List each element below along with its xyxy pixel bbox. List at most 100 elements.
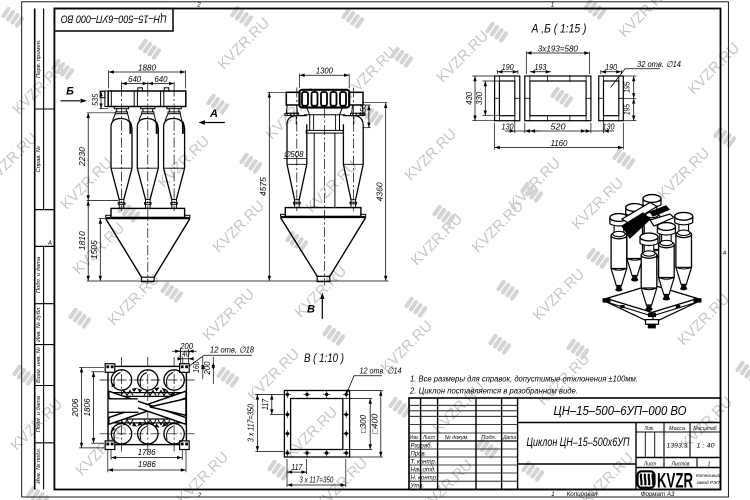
svg-text:3х193=580: 3х193=580 xyxy=(538,44,578,53)
svg-text:∅508: ∅508 xyxy=(284,149,304,159)
svg-text:1 : 40: 1 : 40 xyxy=(697,443,715,450)
svg-text:195: 195 xyxy=(623,104,632,115)
svg-text:□300: □300 xyxy=(359,415,368,433)
svg-text:193: 193 xyxy=(534,63,546,72)
svg-text:завод РЭП: завод РЭП xyxy=(696,480,720,486)
svg-text:200: 200 xyxy=(203,361,212,375)
svg-text:KVZR.RU: KVZR.RU xyxy=(685,40,744,99)
svg-text:KVZR.RU: KVZR.RU xyxy=(215,15,274,74)
svg-text:640: 640 xyxy=(154,75,167,84)
svg-text:1393,3: 1393,3 xyxy=(667,443,688,450)
svg-text:Циклон ЦН–15–500х6УП: Циклон ЦН–15–500х6УП xyxy=(527,437,631,449)
svg-text:3 х 117=350: 3 х 117=350 xyxy=(299,475,333,484)
svg-text:KVZR.RU: KVZR.RU xyxy=(408,211,467,270)
svg-text:190: 190 xyxy=(605,63,617,72)
svg-text:Т. контр.: Т. контр. xyxy=(411,459,437,465)
svg-text:556: 556 xyxy=(359,104,368,116)
svg-text:Разраб.: Разраб. xyxy=(411,443,433,449)
svg-text:2: 2 xyxy=(197,492,202,499)
svg-text:KVZR.RU: KVZR.RU xyxy=(506,155,565,214)
svg-text:Котельный: Котельный xyxy=(696,472,720,479)
svg-text:ЦН–15–500–6УП–000 ВО: ЦН–15–500–6УП–000 ВО xyxy=(60,13,166,25)
svg-text:KVZR.RU: KVZR.RU xyxy=(342,44,401,103)
svg-text:Нач.отд.: Нач.отд. xyxy=(411,467,436,473)
svg-text:2230: 2230 xyxy=(78,147,87,168)
svg-text:1986: 1986 xyxy=(138,460,156,469)
svg-text:KVZR.RU: KVZR.RU xyxy=(434,28,493,87)
svg-text:В ( 1:10 ): В ( 1:10 ) xyxy=(304,353,344,365)
svg-text:Изм.: Изм. xyxy=(410,435,419,441)
svg-text:1: 1 xyxy=(551,491,554,498)
svg-text:ЦН–15–500–6УП–000 ВО: ЦН–15–500–6УП–000 ВО xyxy=(554,403,687,418)
svg-text:Лист: Лист xyxy=(643,461,656,467)
svg-text:1880: 1880 xyxy=(138,63,156,72)
svg-text:117: 117 xyxy=(291,463,302,472)
svg-text:А: А xyxy=(722,250,727,256)
svg-text:KVZR.RU: KVZR.RU xyxy=(616,0,675,41)
svg-text:4575: 4575 xyxy=(259,177,268,196)
svg-text:KVZR.RU: KVZR.RU xyxy=(200,286,259,345)
svg-text:Масштаб: Масштаб xyxy=(694,426,718,432)
svg-text:1300: 1300 xyxy=(316,67,333,76)
svg-text:12 отв, ∅18: 12 отв, ∅18 xyxy=(210,344,254,354)
svg-text:535: 535 xyxy=(91,93,100,105)
svg-text:330: 330 xyxy=(475,91,484,104)
svg-text:32 отв. ∅14: 32 отв. ∅14 xyxy=(637,59,681,69)
svg-text:2. Циклон поставляется в разо: 2. Циклон поставляется в разобранном вид… xyxy=(409,387,578,396)
svg-text:Справ. №: Справ. № xyxy=(36,146,42,172)
svg-text:160: 160 xyxy=(192,361,201,372)
svg-text:2006: 2006 xyxy=(71,398,80,417)
svg-text:Инв. № дубл.: Инв. № дубл. xyxy=(36,306,42,342)
svg-text:А: А xyxy=(209,108,218,120)
svg-text:Формат А3: Формат А3 xyxy=(641,491,675,498)
svg-text:117: 117 xyxy=(261,399,270,410)
svg-text:Лит.: Лит. xyxy=(644,426,655,432)
svg-text:KVZR: KVZR xyxy=(657,470,693,493)
svg-text:В: В xyxy=(307,303,315,315)
svg-text:□400: □400 xyxy=(370,413,379,433)
svg-text:640: 640 xyxy=(128,75,141,84)
svg-text:1505: 1505 xyxy=(90,240,99,259)
svg-text:Взам. инв. №: Взам. инв. № xyxy=(36,347,42,383)
svg-text:KVZR.RU: KVZR.RU xyxy=(245,346,304,405)
svg-text:KVZR.RU: KVZR.RU xyxy=(292,263,351,322)
svg-text:Утв.: Утв. xyxy=(410,484,425,490)
svg-text:190: 190 xyxy=(502,63,514,72)
svg-text:Инв. № подл.: Инв. № подл. xyxy=(36,448,42,484)
svg-text:KVZR.RU: KVZR.RU xyxy=(530,266,589,325)
svg-text:Масса: Масса xyxy=(669,426,685,432)
svg-text:1786: 1786 xyxy=(138,448,156,457)
svg-text:130: 130 xyxy=(603,122,615,131)
svg-text:Н. контр.: Н. контр. xyxy=(411,475,438,481)
svg-text:KVZR.RU: KVZR.RU xyxy=(283,404,342,463)
svg-text:Лист: Лист xyxy=(422,435,436,441)
svg-text:195: 195 xyxy=(623,81,632,92)
svg-text:200: 200 xyxy=(179,342,193,351)
svg-text:Подп. и дата: Подп. и дата xyxy=(36,256,42,293)
svg-text:1. Все размеры для справок, д: 1. Все размеры для справок, допустимые о… xyxy=(410,375,638,384)
svg-text:Листов: Листов xyxy=(671,461,690,467)
svg-text:Дата: Дата xyxy=(502,435,516,441)
svg-text:А: А xyxy=(47,240,52,246)
svg-text:1160: 1160 xyxy=(550,139,567,148)
svg-text:2: 2 xyxy=(196,1,201,8)
svg-text:Пров.: Пров. xyxy=(411,451,427,457)
svg-text:1806: 1806 xyxy=(83,398,92,416)
svg-text:Копировал: Копировал xyxy=(567,491,598,498)
svg-text:430: 430 xyxy=(465,91,474,104)
svg-text:520: 520 xyxy=(551,122,566,131)
svg-text:Подп. и дата: Подп. и дата xyxy=(36,395,42,432)
svg-text:А ,Б ( 1:15 ): А ,Б ( 1:15 ) xyxy=(531,23,587,35)
svg-text:Б: Б xyxy=(66,86,74,98)
svg-text:3 х 117=350: 3 х 117=350 xyxy=(246,403,255,441)
svg-text:№ докум.: № докум. xyxy=(445,435,469,441)
svg-text:1: 1 xyxy=(708,461,711,467)
svg-text:12 отв. ∅14: 12 отв. ∅14 xyxy=(360,365,402,375)
svg-text:1810: 1810 xyxy=(78,231,87,250)
svg-text:4360: 4360 xyxy=(376,182,385,201)
svg-text:Перв. примен.: Перв. примен. xyxy=(36,39,42,78)
svg-text:1: 1 xyxy=(551,1,554,8)
svg-text:KVZR.RU: KVZR.RU xyxy=(210,198,269,257)
svg-text:KVZR.RU: KVZR.RU xyxy=(402,126,461,185)
svg-text:KVZR.RU: KVZR.RU xyxy=(655,145,714,204)
